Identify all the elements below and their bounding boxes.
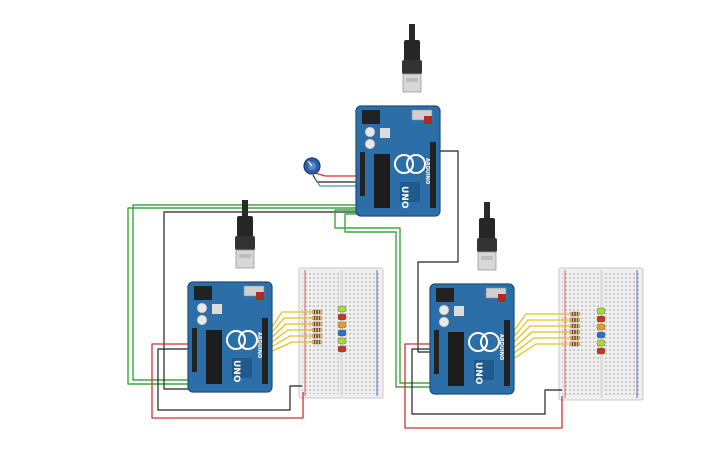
led xyxy=(337,321,347,329)
led xyxy=(596,315,606,323)
led xyxy=(337,329,347,337)
leds-right xyxy=(596,307,606,355)
board-model-label: UNO xyxy=(473,362,483,385)
wire-black-right[interactable] xyxy=(411,348,562,415)
led xyxy=(337,313,347,321)
led xyxy=(337,305,347,313)
board-model-label: UNO xyxy=(399,186,409,209)
arduino-board-left[interactable]: UNO ARDUINO xyxy=(187,281,273,393)
led xyxy=(337,337,347,345)
wire-red-pot[interactable] xyxy=(311,171,360,177)
led xyxy=(596,307,606,315)
potentiometer[interactable] xyxy=(303,157,321,175)
wire-blue-pot[interactable] xyxy=(314,177,360,187)
board-model-label: UNO xyxy=(231,360,241,383)
wire-red-left[interactable] xyxy=(151,343,304,419)
arduino-board-right[interactable]: UNO ARDUINO xyxy=(429,283,515,395)
led xyxy=(596,347,606,355)
usb-cable-top xyxy=(401,23,423,93)
usb-cable-right xyxy=(476,201,498,271)
board-logo-label: ARDUINO xyxy=(424,158,430,184)
wire-black-left[interactable] xyxy=(157,348,302,411)
arduino-board-top[interactable]: UNO ARDUINO xyxy=(355,105,441,217)
wire-red-right[interactable] xyxy=(404,343,563,429)
board-logo-label: ARDUINO xyxy=(498,334,504,360)
wires-yellow-left[interactable] xyxy=(267,311,312,354)
board-logo-label: ARDUINO xyxy=(256,332,262,358)
led xyxy=(337,345,347,353)
led xyxy=(596,339,606,347)
wire-black-1[interactable] xyxy=(163,211,360,390)
leds-left xyxy=(337,305,347,353)
led xyxy=(596,323,606,331)
usb-cable-left xyxy=(234,199,256,269)
wires-yellow-right[interactable] xyxy=(509,313,570,362)
led xyxy=(596,331,606,339)
wire-green-4[interactable] xyxy=(344,213,432,388)
wire-black-2[interactable] xyxy=(417,150,459,353)
